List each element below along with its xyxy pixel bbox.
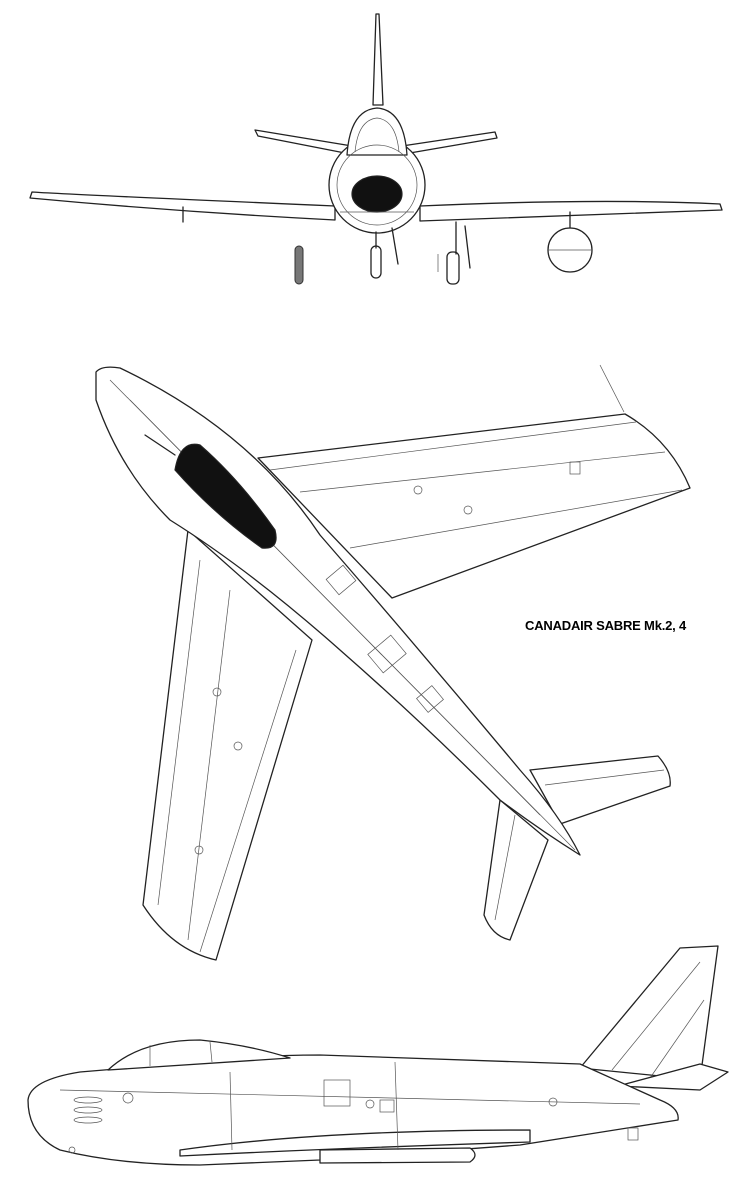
side-tailplane: [617, 1063, 729, 1091]
front-view: [29, 13, 723, 285]
side-drop-tank: [319, 1147, 476, 1164]
side-view: [27, 945, 729, 1166]
front-fin: [372, 13, 384, 106]
side-canopy: [107, 1039, 291, 1071]
plan-canopy: [174, 443, 277, 549]
front-store-left: [294, 245, 304, 285]
front-right-tailplane: [401, 131, 498, 155]
front-main-gear: [446, 251, 460, 285]
front-right-wing: [419, 200, 723, 222]
front-left-tailplane: [254, 129, 353, 155]
front-intake: [351, 175, 403, 213]
front-canopy: [346, 107, 408, 156]
plan-left-wing: [142, 529, 313, 961]
side-wing: [179, 1129, 531, 1157]
plan-left-tailplane: [483, 799, 549, 941]
plan-view: [95, 364, 691, 961]
plan-right-tailplane: [529, 755, 671, 825]
side-fin: [579, 945, 719, 1081]
plan-right-wing: [257, 413, 691, 599]
drawing-title: CANADAIR SABRE Mk.2, 4: [525, 618, 687, 633]
front-nose-gear: [370, 245, 382, 279]
